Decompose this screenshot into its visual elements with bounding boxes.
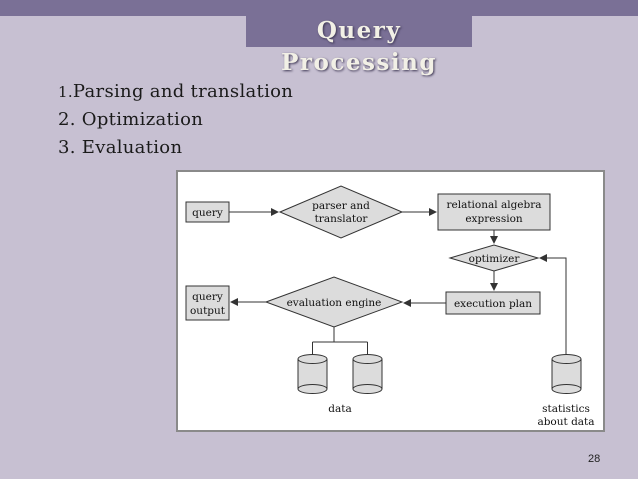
relational-algebra-box bbox=[437, 193, 551, 231]
evaluation-engine-label: evaluation engine bbox=[287, 297, 382, 309]
page-number: 28 bbox=[588, 453, 601, 465]
step-number: 1. bbox=[58, 83, 73, 101]
query-output-label-line2: output bbox=[190, 305, 226, 317]
engine-to-data-connector bbox=[312, 327, 368, 354]
data-database-icon-1 bbox=[297, 354, 328, 394]
evaluation-engine-diamond bbox=[264, 276, 404, 328]
step-item: 3. Evaluation bbox=[58, 134, 293, 162]
step-text: Optimization bbox=[81, 109, 204, 130]
step-text: Parsing and translation bbox=[72, 81, 294, 102]
relational-label-line2: expression bbox=[465, 213, 523, 225]
step-text: Evaluation bbox=[81, 137, 183, 158]
optimizer-label: optimizer bbox=[469, 253, 521, 265]
query-label: query bbox=[192, 207, 223, 219]
statistics-label-line2: about data bbox=[537, 416, 594, 428]
slide-title: Query Processing bbox=[246, 15, 472, 76]
processing-steps-list: 1.Parsing and translation 2. Optimizatio… bbox=[58, 78, 293, 162]
parser-label-line1: parser and bbox=[312, 200, 370, 212]
step-item: 1.Parsing and translation bbox=[58, 78, 293, 106]
data-database-icon-2 bbox=[352, 354, 383, 394]
step-number: 3. bbox=[58, 137, 82, 158]
query-output-label-line1: query bbox=[192, 291, 223, 303]
data-label: data bbox=[328, 403, 351, 415]
relational-label-line1: relational algebra bbox=[446, 199, 541, 211]
top-accent-bar bbox=[0, 0, 638, 16]
execution-plan-label: execution plan bbox=[454, 298, 532, 310]
parser-label-line2: translator bbox=[315, 213, 369, 225]
parser-diamond bbox=[278, 185, 404, 239]
statistics-label-line1: statistics bbox=[542, 403, 590, 415]
statistics-database-icon bbox=[551, 354, 582, 394]
optimizer-diamond bbox=[448, 244, 540, 272]
query-processing-diagram: query parser and translator relational a… bbox=[176, 170, 605, 432]
step-number: 2. bbox=[58, 109, 82, 130]
arrow-statistics-to-optimizer bbox=[539, 254, 567, 354]
query-output-box bbox=[185, 285, 230, 321]
step-item: 2. Optimization bbox=[58, 106, 293, 134]
diagram-canvas: query parser and translator relational a… bbox=[185, 185, 595, 428]
